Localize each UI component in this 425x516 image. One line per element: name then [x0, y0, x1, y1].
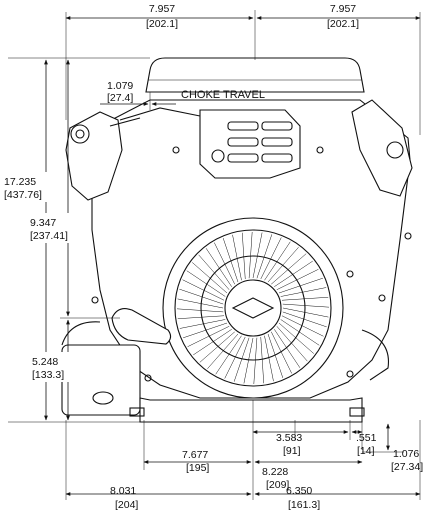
dimension-lines — [8, 10, 421, 500]
mounting-base — [139, 397, 363, 423]
screen-spoke — [274, 260, 313, 287]
screen-spoke — [278, 277, 323, 294]
screen-spoke — [187, 326, 230, 347]
screen-spoke — [282, 303, 330, 308]
screen-spoke — [281, 297, 329, 301]
dim-3583-mm: [91] — [283, 445, 301, 457]
engine-outline — [61, 57, 413, 423]
screen-spoke — [267, 333, 284, 378]
brand-badge — [224, 279, 282, 337]
dim-overall-height-inch: 17.235 — [4, 176, 36, 188]
screen-spoke — [276, 269, 319, 290]
dim-choke-mm: [27.4] — [107, 92, 133, 104]
screen-spoke — [271, 331, 292, 374]
starter-handle — [111, 308, 172, 345]
dim-7677-inch: 7.677 — [182, 449, 208, 461]
screen-spoke — [281, 315, 324, 337]
screen-spoke — [271, 253, 307, 285]
screen-spoke — [214, 242, 235, 285]
screen-spoke — [282, 311, 327, 328]
screen-spoke — [183, 322, 228, 339]
air-cleaner-cover — [145, 57, 365, 93]
screen-spoke — [280, 319, 320, 346]
screen-spoke — [260, 336, 264, 384]
screen-spoke — [193, 329, 232, 356]
screen-spoke — [176, 308, 224, 313]
muffler — [61, 344, 141, 416]
dim-551-mm: [14] — [357, 445, 375, 457]
dim-top-left-mm: [202.1] — [146, 18, 178, 30]
dim-top-left-inch: 7.957 — [149, 3, 175, 15]
dim-choke-inch: 1.079 — [107, 80, 133, 92]
dim-overall-height-mm: [437.76] — [4, 189, 42, 201]
screen-spoke — [199, 331, 235, 363]
dim-top-right-mm: [202.1] — [327, 18, 359, 30]
screen-spoke — [224, 336, 246, 379]
screen-spoke — [274, 329, 301, 368]
screen-spoke — [282, 307, 329, 318]
screen-spoke — [276, 326, 308, 362]
dim-bottom-left-inch: 8.031 — [110, 485, 136, 497]
screen-spoke — [222, 238, 239, 283]
screen-spoke — [278, 322, 314, 354]
screen-spoke — [252, 232, 263, 279]
screen-spoke — [186, 270, 226, 297]
screen-spoke — [260, 237, 282, 280]
screen-spoke — [256, 234, 273, 279]
dim-8228-mm: [209] — [266, 479, 289, 491]
screen-spoke — [267, 247, 299, 283]
screen-spoke — [232, 234, 242, 281]
dim-8228-inch: 8.228 — [262, 466, 288, 478]
dim-bottom-right-mm: [161.3] — [288, 499, 320, 511]
screen-spoke — [207, 333, 239, 369]
screen-spoke — [192, 262, 228, 294]
screen-spoke — [215, 335, 242, 375]
carburetor — [199, 109, 301, 179]
screen-spoke — [280, 287, 327, 297]
screen-spoke — [205, 248, 232, 287]
dim-551-inch: .551 — [356, 432, 377, 444]
dim-upper-height-inch: 9.347 — [30, 217, 56, 229]
dim-lower-height-mm: [133.3] — [32, 369, 64, 381]
dim-3583-inch: 3.583 — [276, 432, 302, 444]
screen-spoke — [179, 288, 224, 305]
dim-1076-inch: 1.076 — [393, 448, 419, 460]
screen-spoke — [248, 231, 253, 279]
screen-spokes — [176, 231, 330, 385]
screen-spoke — [243, 337, 254, 384]
right-cylinder-head — [351, 99, 413, 197]
dim-upper-height-mm: [237.41] — [30, 230, 68, 242]
screen-spoke — [264, 241, 291, 281]
dim-lower-height-inch: 5.248 — [32, 356, 58, 368]
dimension-labels: 7.957 [202.1] 7.957 [202.1] 1.079 [27.4]… — [2, 3, 423, 511]
screen-spoke — [198, 254, 230, 290]
screen-spoke — [179, 319, 226, 329]
dim-bottom-left-mm: [204] — [115, 499, 138, 511]
screen-spoke — [177, 298, 224, 309]
dim-bottom-right-inch: 6.350 — [286, 485, 312, 497]
dim-1076-mm: [27.34] — [391, 461, 423, 473]
screen-spoke — [233, 337, 250, 382]
screen-spoke — [182, 279, 225, 301]
screen-spoke — [264, 335, 274, 382]
screen-spoke — [177, 315, 225, 319]
screen-spoke — [242, 232, 246, 280]
dim-top-right-inch: 7.957 — [330, 3, 356, 15]
screen-spoke — [253, 337, 258, 385]
choke-travel-label: CHOKE TRAVEL — [181, 89, 265, 101]
dim-7677-mm: [195] — [186, 462, 209, 474]
